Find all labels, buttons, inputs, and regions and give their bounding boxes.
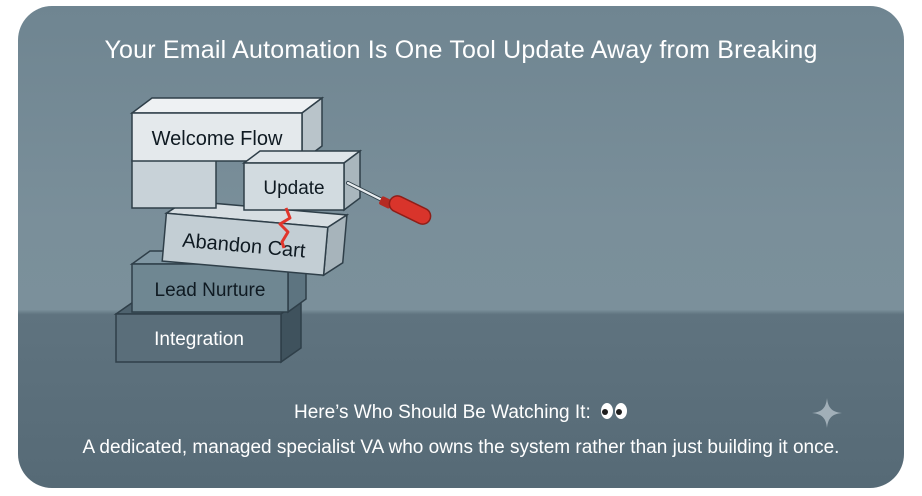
block-plain: [131, 159, 217, 209]
content-card: Your Email Automation Is One Tool Update…: [18, 6, 904, 488]
sparkle-icon: [812, 398, 842, 428]
eyes-icon: [601, 403, 628, 419]
block-label-update: Update: [263, 178, 324, 199]
block-label-lead-nurture: Lead Nurture: [155, 280, 266, 301]
screwdriver-icon: [346, 181, 432, 225]
block-label-integration: Integration: [154, 329, 244, 350]
block-stack-illustration: Integration Lead Nurture Abandon Cart We…: [113, 96, 432, 364]
heading-text: Here’s Who Should Be Watching It:: [293, 402, 591, 423]
crack-icon: [278, 207, 292, 249]
card-title: Your Email Automation Is One Tool Update…: [104, 36, 818, 64]
block-update: Update: [241, 149, 363, 212]
heading: Here’s Who Should Be Watching It:: [18, 402, 904, 424]
block-label-welcome-flow: Welcome Flow: [152, 128, 283, 150]
description: A dedicated, managed specialist VA who o…: [82, 437, 840, 458]
